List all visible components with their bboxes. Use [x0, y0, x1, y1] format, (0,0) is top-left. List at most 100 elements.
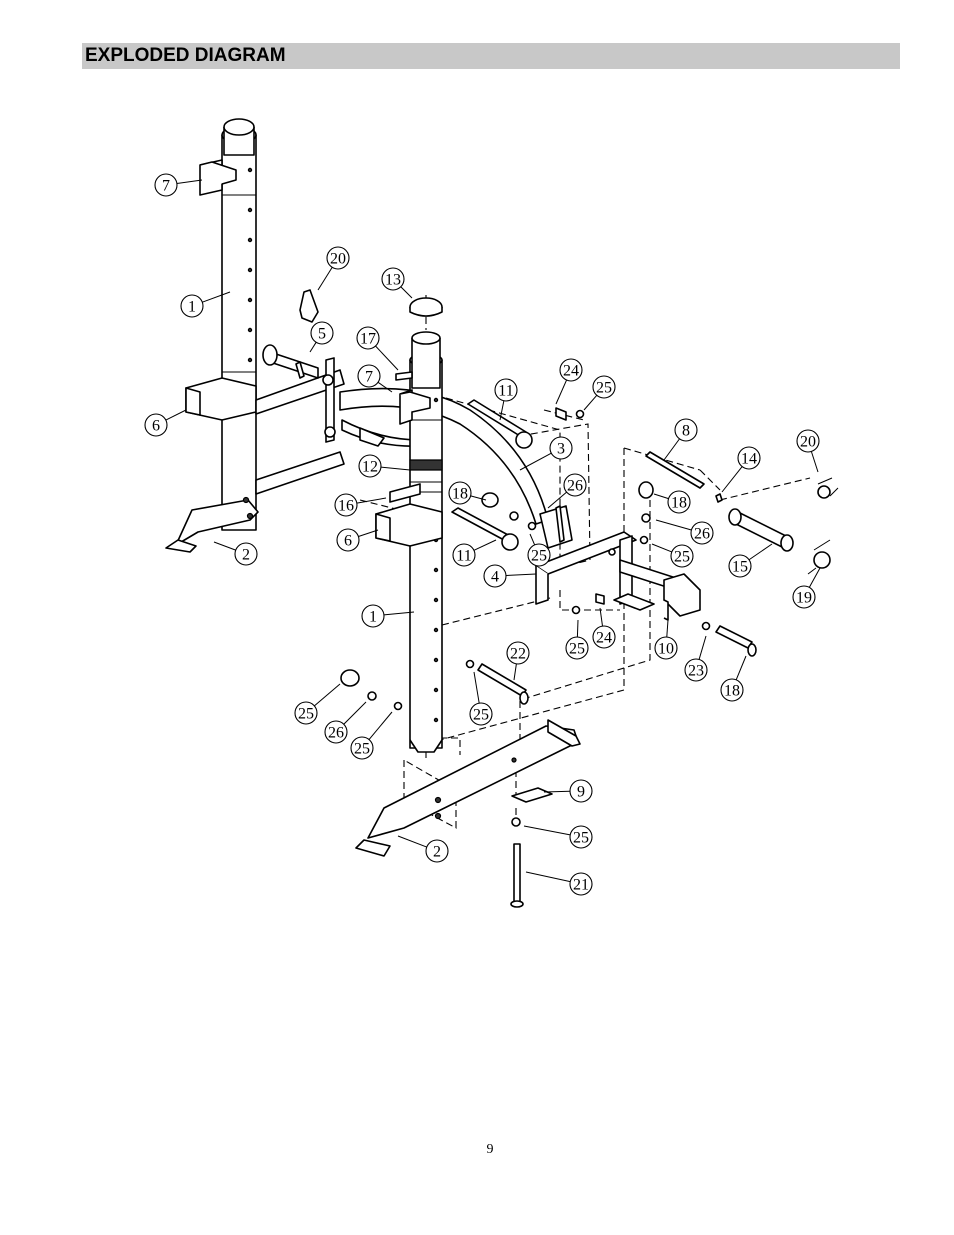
- callout-26: 26: [655, 519, 714, 545]
- callout-label: 25: [674, 549, 690, 566]
- callout-18: 18: [653, 490, 691, 514]
- callout-label: 25: [298, 706, 314, 723]
- callout-label: 25: [596, 380, 612, 397]
- callout-leader: [400, 286, 413, 299]
- callout-2: 2: [213, 541, 258, 566]
- section-header: EXPLODED DIAGRAM: [82, 43, 900, 69]
- callout-leader: [576, 619, 579, 638]
- callout-6: 6: [144, 409, 187, 437]
- rear-left-upright: [221, 118, 257, 531]
- callout-label: 18: [671, 495, 687, 512]
- callout-circle: [483, 564, 507, 588]
- left-base-foot: [165, 496, 259, 553]
- callout-label: 7: [162, 178, 170, 195]
- callout-leader: [358, 529, 379, 537]
- callout-16: 16: [334, 493, 387, 517]
- callout-circle: [326, 246, 350, 270]
- callout-circle: [381, 267, 405, 291]
- callout-leader: [547, 491, 567, 509]
- callout-22: 22: [506, 641, 530, 681]
- callout-leader: [808, 567, 821, 588]
- callout-label: 25: [531, 548, 547, 565]
- callout-label: 21: [573, 877, 589, 894]
- callout-18: 18: [720, 655, 747, 702]
- callout-9: 9: [543, 779, 593, 803]
- spring-collar-lower: [807, 539, 831, 575]
- callout-circle: [144, 413, 168, 437]
- callout-leader: [314, 683, 341, 707]
- callout-label: 24: [596, 630, 612, 647]
- pivot-bar-upper: [467, 399, 533, 449]
- callout-label: 5: [318, 326, 326, 343]
- callout-label: 20: [800, 434, 816, 451]
- callout-25: 25: [350, 711, 393, 760]
- callout-circle: [690, 521, 714, 545]
- callout-5: 5: [309, 321, 334, 353]
- callout-leader: [317, 267, 333, 291]
- callout-2: 2: [397, 835, 449, 863]
- j-hook-front: [395, 371, 431, 425]
- support-rod: [645, 451, 705, 489]
- callout-circle: [234, 542, 258, 566]
- callout-leader: [735, 655, 747, 681]
- callout-13: 13: [381, 267, 413, 299]
- callout-circle: [737, 446, 761, 470]
- callout-6: 6: [336, 528, 379, 552]
- page-number: 9: [486, 1142, 494, 1157]
- callout-25: 25: [469, 671, 493, 726]
- callout-label: 25: [573, 830, 589, 847]
- callout-12: 12: [358, 454, 411, 478]
- callout-label: 22: [510, 646, 526, 663]
- callout-3: 3: [519, 436, 573, 471]
- callout-leader: [653, 493, 669, 500]
- callout-circle: [569, 825, 593, 849]
- callout-leader: [356, 497, 387, 504]
- callout-25: 25: [523, 825, 593, 849]
- callout-label: 4: [491, 569, 499, 586]
- callout-circle: [559, 358, 583, 382]
- callout-circle: [796, 429, 820, 453]
- callout-25: 25: [294, 683, 341, 725]
- callout-circle: [358, 454, 382, 478]
- callout-14: 14: [721, 446, 761, 493]
- callout-circle: [494, 378, 518, 402]
- callout-26: 26: [547, 473, 587, 509]
- callout-leader: [810, 451, 819, 473]
- callout-leader: [368, 711, 393, 740]
- front-base-foot: [355, 719, 581, 857]
- callout-label: 17: [360, 331, 376, 348]
- front-upright: [409, 331, 443, 753]
- j-hook-left-upper: [199, 159, 237, 196]
- callout-leader: [655, 519, 692, 531]
- spring-collar-upper: [817, 477, 839, 499]
- callout-8: 8: [663, 418, 698, 461]
- callout-label: 6: [152, 418, 160, 435]
- callout-23: 23: [684, 635, 708, 682]
- callout-leader: [543, 790, 571, 793]
- callout-7: 7: [154, 173, 203, 197]
- callout-circle: [350, 736, 374, 760]
- callout-leader: [523, 825, 571, 836]
- callout-leader: [663, 438, 680, 461]
- callout-circle: [674, 418, 698, 442]
- callout-circle: [469, 702, 493, 726]
- callout-leader: [473, 539, 497, 551]
- callout-circle: [549, 436, 573, 460]
- callout-leader: [343, 701, 367, 725]
- callout-1: 1: [180, 291, 231, 318]
- callout-18: 18: [448, 481, 487, 505]
- callout-label: 20: [330, 251, 346, 268]
- callout-label: 1: [188, 299, 196, 316]
- callout-leader: [721, 466, 743, 493]
- callout-10: 10: [654, 619, 678, 660]
- callout-circle: [154, 173, 178, 197]
- callout-label: 2: [433, 844, 441, 861]
- callout-circle: [654, 636, 678, 660]
- callout-circle: [452, 543, 476, 567]
- callout-label: 25: [473, 707, 489, 724]
- callout-circle: [565, 636, 589, 660]
- callout-label: 12: [362, 459, 378, 476]
- end-cap: [409, 297, 443, 317]
- callout-leader: [525, 871, 571, 883]
- callout-25: 25: [583, 375, 616, 411]
